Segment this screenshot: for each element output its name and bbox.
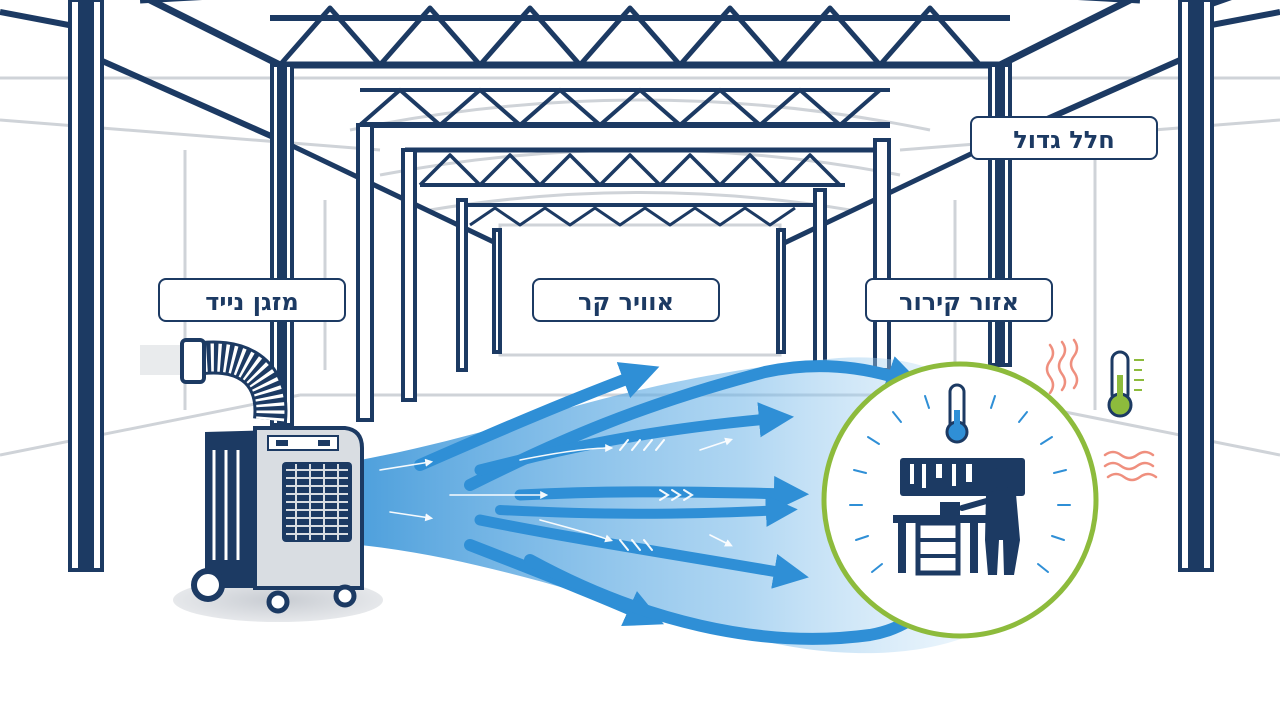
air-streamline [539,519,614,543]
air-streamline [379,458,434,471]
thermometer-warm-icon [1107,350,1144,418]
portable-ac-label: מזגן נייד [158,278,346,322]
air-arrow [495,494,798,527]
air-arrow [514,475,810,512]
air-arrow [414,362,660,471]
portable-air-conditioner-icon [140,338,383,622]
cool-air-label: אוויר קר [532,278,720,322]
air-streamline [519,444,614,461]
air-arrow [474,402,795,476]
cooling-zone-label: אזור קירור [865,278,1053,322]
thermometer-cool-icon [945,383,969,444]
worker-at-workbench-icon [893,458,1025,576]
cooling-zone [821,361,1099,639]
column-fill [78,0,1204,570]
air-streamline [389,511,434,522]
air-streamline [699,437,734,451]
air-arrow [474,514,809,589]
cooling-zone-ring [821,361,1099,639]
large-space-label: חלל גדול [970,116,1158,160]
heat-waves-icon [1045,338,1158,482]
air-streamline [709,534,733,547]
